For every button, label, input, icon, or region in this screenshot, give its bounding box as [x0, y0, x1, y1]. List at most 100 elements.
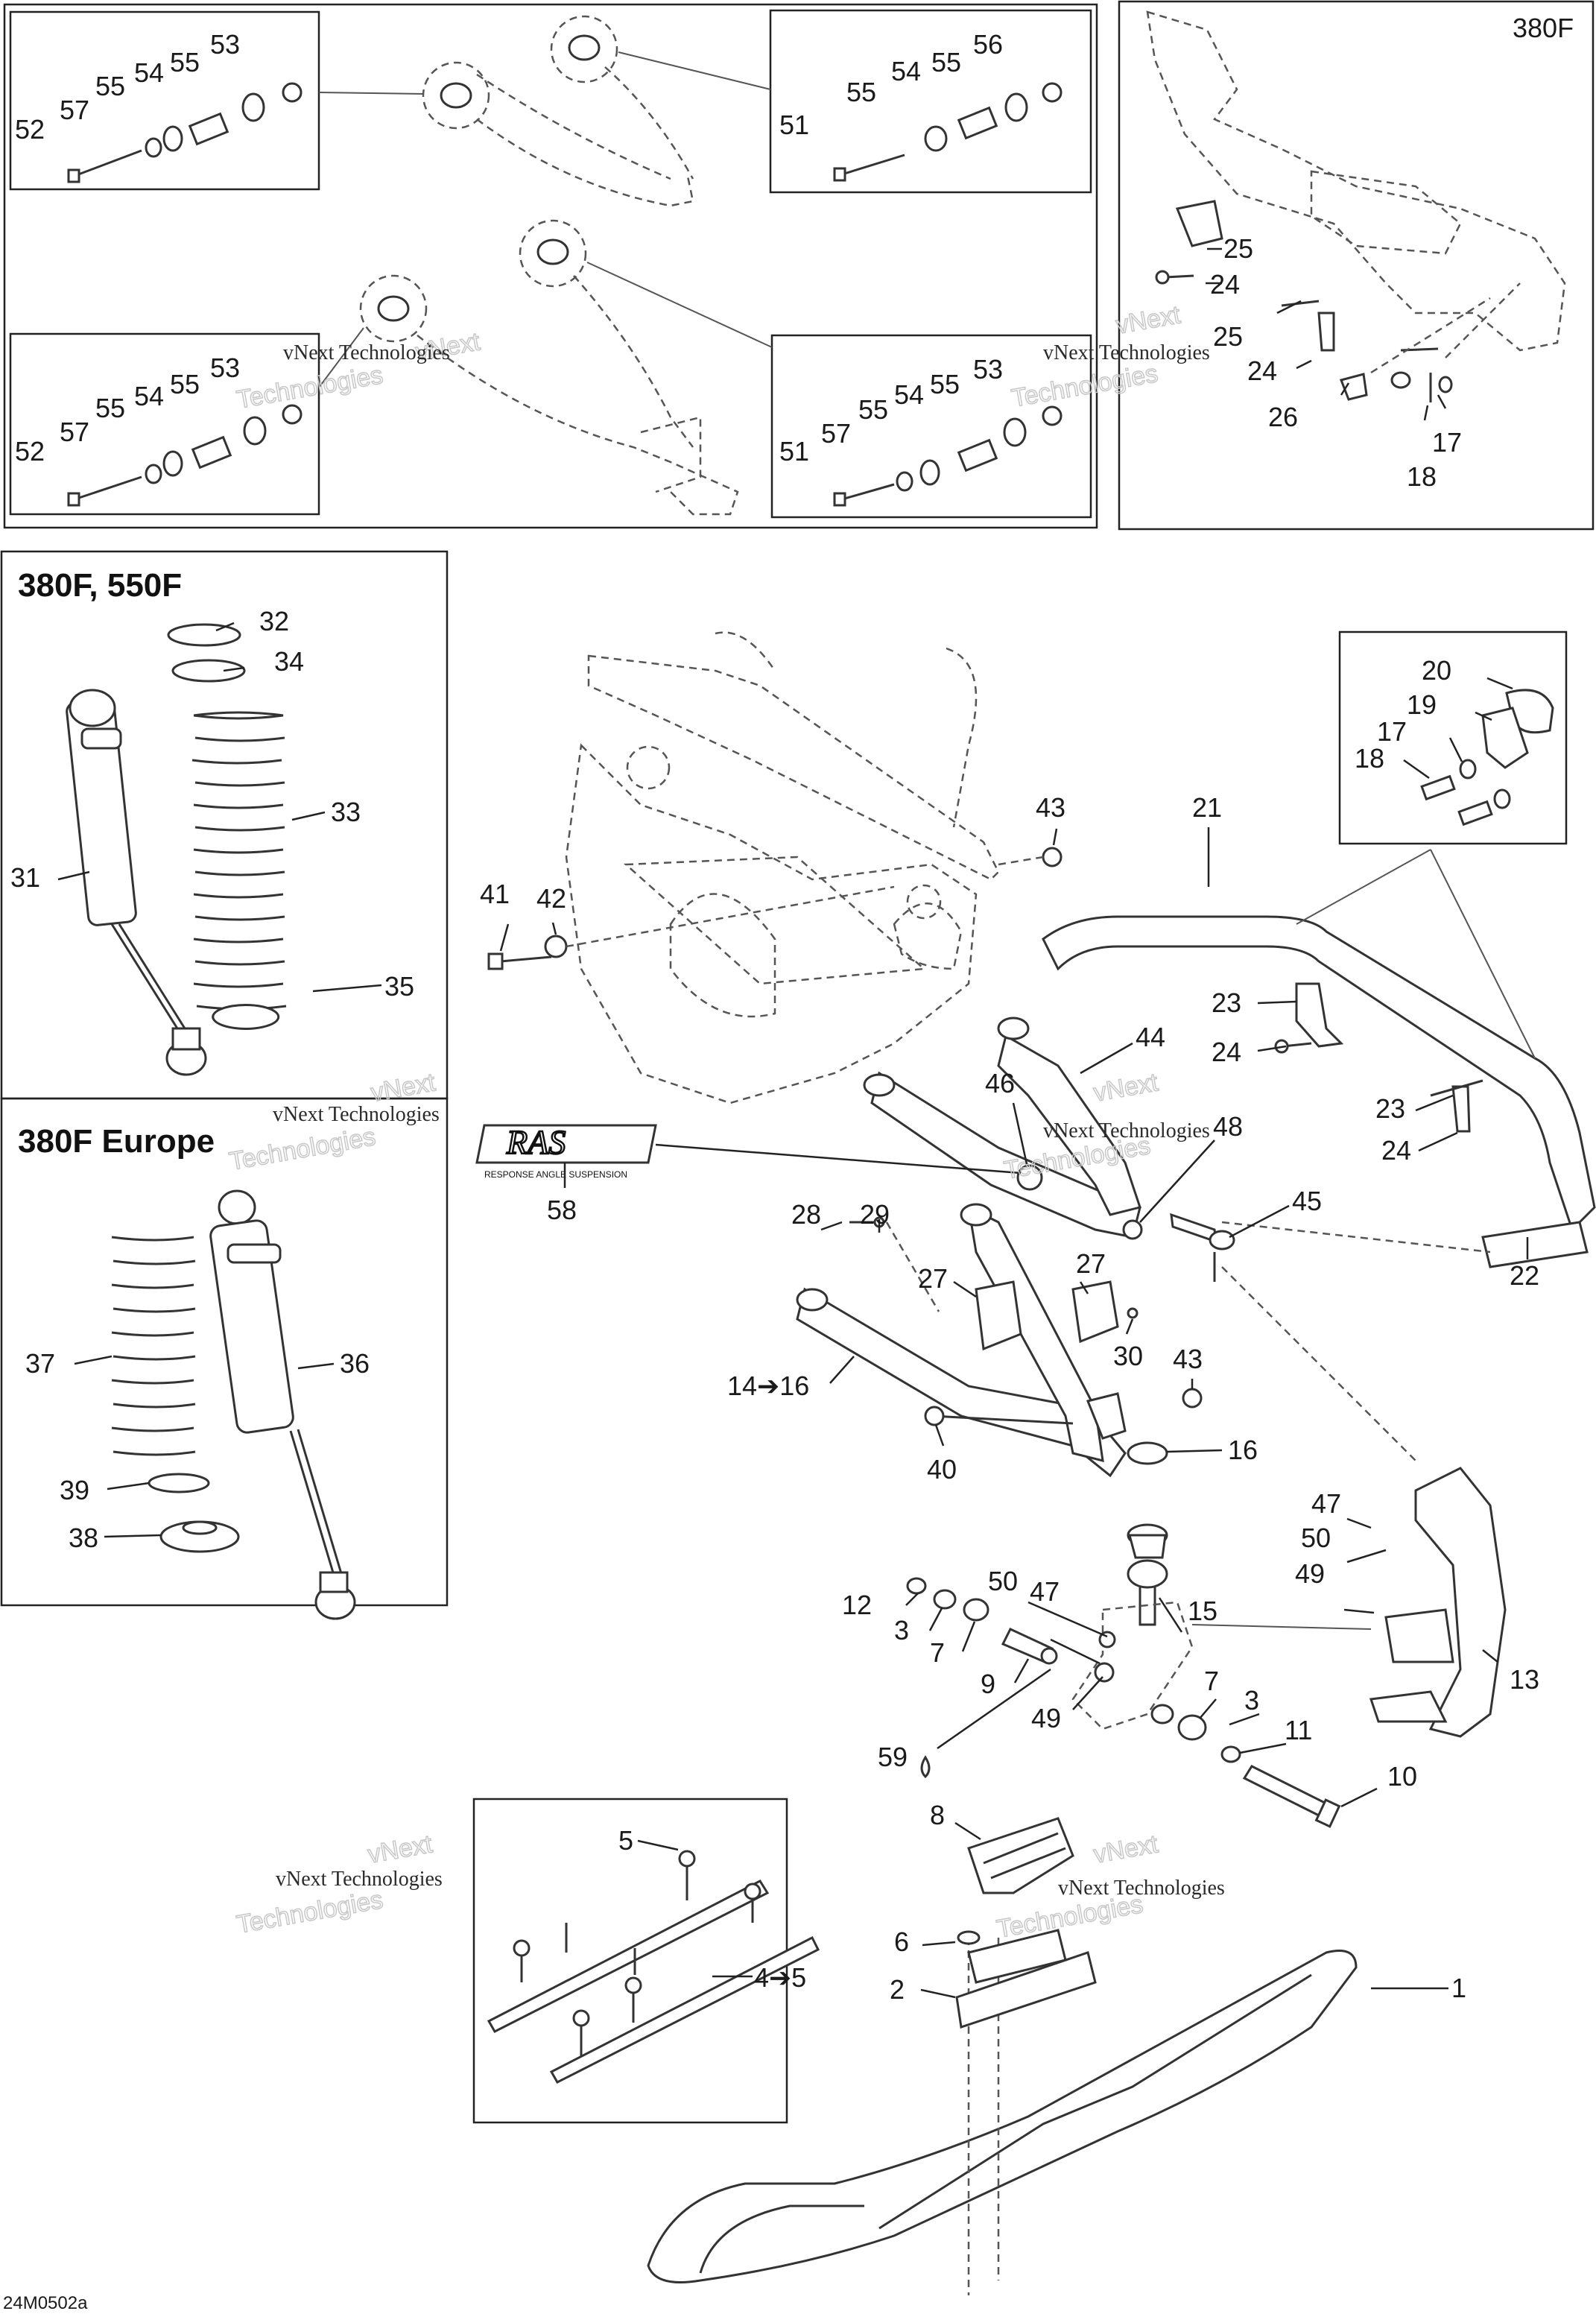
callout-label: 54 [894, 379, 924, 410]
callout-label: 52 [15, 436, 45, 467]
callout-label: 12 [842, 1590, 872, 1620]
callout-label: 56 [973, 29, 1003, 60]
spring-drawing-europe [111, 1236, 240, 1553]
callout-label: 50 [1301, 1523, 1331, 1553]
callout-label: 42 [536, 883, 566, 914]
svg-text:vNext Technologies: vNext Technologies [1043, 1119, 1210, 1142]
chassis-frame-drawing [565, 631, 1000, 1104]
bumper-drawings [849, 1216, 1139, 1351]
callout-label: 27 [918, 1263, 948, 1294]
chassis-hardware [487, 847, 1063, 970]
callout-label: 48 [1213, 1111, 1243, 1142]
callout-label: 23 [1212, 987, 1241, 1018]
callout-label: 55 [931, 47, 961, 78]
callout-label: 15 [1188, 1596, 1217, 1626]
callout-label: 30 [1113, 1341, 1143, 1371]
lower-a-arm-drawing [318, 219, 773, 516]
callout-label: 16 [1228, 1435, 1258, 1465]
inset-box-upper-right [769, 9, 1092, 194]
callout-label: 38 [69, 1523, 98, 1553]
callout-label: 31 [10, 862, 40, 893]
callout-label: 41 [480, 879, 510, 909]
callout-label: 55 [95, 71, 125, 101]
svg-text:vNext: vNext [1092, 1068, 1161, 1107]
callout-label: 10 [1387, 1761, 1417, 1792]
callout-label: 2 [890, 1974, 905, 2005]
callout-label: 29 [860, 1199, 890, 1230]
callout-label: 9 [981, 1669, 995, 1699]
hardware-row-upper-left [67, 82, 303, 183]
upper-a-arm-drawing [318, 15, 771, 207]
callout-label: 55 [170, 47, 200, 78]
svg-text:vNext: vNext [369, 1068, 438, 1107]
spindle-drawing [906, 1577, 1341, 1828]
callout-label: 43 [1036, 792, 1065, 823]
callout-label: 17 [1377, 716, 1407, 747]
svg-text:Technologies: Technologies [235, 361, 385, 414]
callout-label: 25 [1213, 321, 1243, 352]
svg-text:Technologies: Technologies [235, 1885, 385, 1939]
callout-label: 57 [821, 418, 851, 449]
inset-box-lower-right [770, 334, 1092, 519]
lower-a-arm-main [796, 1203, 1203, 1478]
callout-label: 47 [1030, 1576, 1060, 1607]
callout-label: 23 [1375, 1093, 1405, 1124]
callout-label: 1 [1451, 1973, 1466, 2003]
callout-label: 53 [210, 29, 240, 60]
callout-label: 57 [60, 417, 89, 447]
svg-text:vNext Technologies: vNext Technologies [283, 341, 450, 364]
callout-label: 24 [1212, 1037, 1241, 1067]
callout-label: 55 [846, 77, 876, 107]
label-380f-550f: 380F, 550F [18, 567, 182, 604]
bracket-inset-parts [1420, 689, 1554, 826]
callout-label: 52 [15, 114, 45, 145]
callout-label: 33 [331, 797, 361, 827]
callout-label: 50 [988, 1566, 1018, 1596]
callout-label: 35 [384, 971, 414, 1002]
callout-label: 45 [1292, 1186, 1322, 1216]
callout-label: 22 [1510, 1260, 1539, 1291]
callout-label: 54 [891, 56, 921, 86]
callout-label: 19 [1407, 689, 1437, 720]
hardware-row-lower-left [67, 404, 303, 507]
callout-label: 55 [930, 369, 960, 399]
svg-text:vNext: vNext [366, 1830, 435, 1869]
leader-lines [57, 247, 1529, 1999]
callout-label: 51 [779, 110, 809, 140]
callout-label: 7 [1204, 1666, 1219, 1696]
callout-label: 17 [1432, 427, 1462, 458]
callout-label: 55 [858, 394, 888, 425]
tie-rod-drawing [1170, 1213, 1491, 1282]
ski-drawing [647, 1929, 1358, 2295]
callout-label: 4➔5 [754, 1962, 806, 1993]
callout-label: 24 [1247, 355, 1277, 386]
callout-label: 25 [1223, 233, 1253, 264]
label-380f-rear: 380F [1513, 13, 1574, 43]
runner-drawing [487, 1850, 820, 2084]
callout-label: 46 [985, 1068, 1015, 1098]
callout-label: 13 [1510, 1664, 1539, 1695]
callout-label: 24 [1381, 1135, 1411, 1166]
callout-label: 18 [1355, 743, 1384, 774]
callout-label: 53 [973, 354, 1003, 385]
svg-text:vNext Technologies: vNext Technologies [273, 1103, 440, 1126]
hardware-row-upper-right [833, 82, 1063, 182]
spring-drawing-upper [167, 623, 287, 1030]
callout-label: 54 [134, 57, 164, 88]
callout-label: 59 [878, 1742, 908, 1772]
callout-label: 18 [1407, 461, 1437, 492]
callout-label: 20 [1422, 655, 1451, 686]
callout-label: 55 [170, 369, 200, 399]
callout-label: 37 [25, 1348, 55, 1379]
diagram-code: 24M0502a [3, 2293, 88, 2313]
callout-label: 21 [1192, 792, 1222, 823]
callout-label: 40 [927, 1454, 957, 1485]
callout-label: 34 [274, 646, 304, 677]
top-left-panel [3, 3, 1098, 529]
svg-text:vNext Technologies: vNext Technologies [1043, 341, 1210, 364]
ski-handle-drawing [967, 1817, 1074, 1894]
callout-label: 32 [259, 606, 289, 636]
callout-label: 53 [210, 353, 240, 383]
callout-label: 49 [1295, 1558, 1325, 1589]
callout-labels: 52 57 55 54 55 53 51 55 54 55 56 52 57 5… [10, 29, 1539, 2005]
